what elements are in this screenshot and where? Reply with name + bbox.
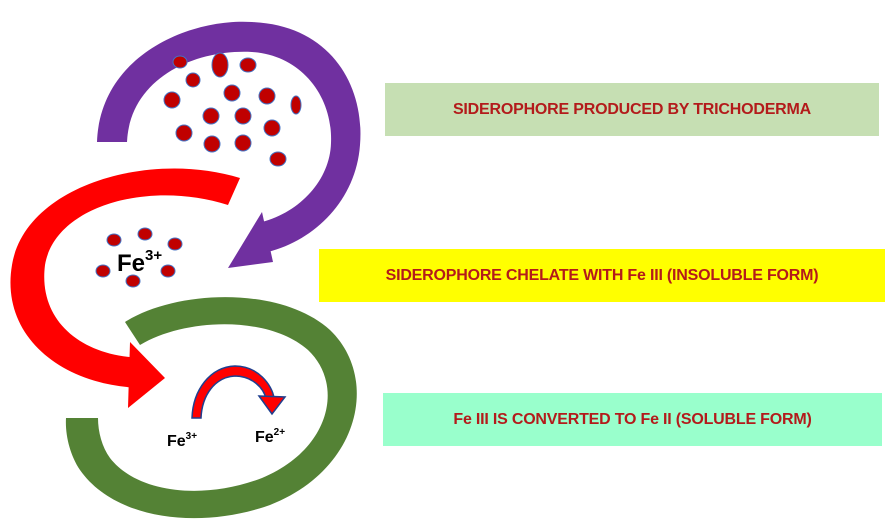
step-3-label: Fe III IS CONVERTED TO Fe II (SOLUBLE FO… (383, 393, 882, 446)
step-1-label: SIDEROPHORE PRODUCED BY TRICHODERMA (385, 83, 879, 136)
chelate-fe-label: Fe3+ (117, 247, 162, 277)
red-curved-arrow (10, 168, 241, 408)
chelate-dot (95, 264, 111, 278)
chelate-dot (125, 274, 141, 288)
siderophore-dot (203, 135, 221, 153)
green-arc (65, 297, 357, 519)
green-arc-body (65, 297, 357, 519)
chelate-dot (167, 237, 183, 251)
siderophore-dot (269, 151, 287, 167)
red-arc-body (10, 168, 241, 388)
siderophore-dot (234, 107, 252, 125)
chelate-dot (160, 264, 176, 278)
siderophore-dot (202, 107, 220, 125)
siderophore-dot (163, 91, 181, 109)
siderophore-dot (239, 57, 257, 73)
chelate-dot (137, 227, 153, 241)
product-fe-label: Fe2+ (255, 427, 285, 446)
step-2-label-text: SIDEROPHORE CHELATE WITH Fe III (INSOLUB… (385, 266, 819, 284)
conversion-arrowhead (257, 395, 287, 416)
purple-arc-body (97, 21, 361, 252)
siderophore-dot (175, 124, 193, 142)
siderophore-dot (172, 55, 188, 69)
purple-arrowhead (228, 212, 273, 268)
step-2-label: SIDEROPHORE CHELATE WITH Fe III (INSOLUB… (319, 249, 885, 302)
siderophore-dot (185, 72, 201, 88)
siderophore-dot (211, 52, 229, 78)
siderophore-dot (263, 119, 281, 137)
chelate-dots (95, 227, 183, 288)
red-arrowhead (128, 342, 165, 408)
chelate-dot (106, 233, 122, 247)
conversion-arrow (191, 365, 287, 419)
step-3-label-text: Fe III IS CONVERTED TO Fe II (SOLUBLE FO… (453, 410, 812, 428)
siderophore-dot (234, 134, 252, 152)
siderophore-dot (223, 84, 241, 102)
siderophore-dots (163, 52, 302, 167)
siderophore-dot (290, 95, 302, 115)
conversion-arc (191, 365, 275, 419)
step-1-label-text: SIDEROPHORE PRODUCED BY TRICHODERMA (452, 100, 812, 118)
reactant-fe-label: Fe3+ (167, 431, 197, 450)
siderophore-dot (258, 87, 276, 105)
purple-curved-arrow (97, 21, 361, 268)
